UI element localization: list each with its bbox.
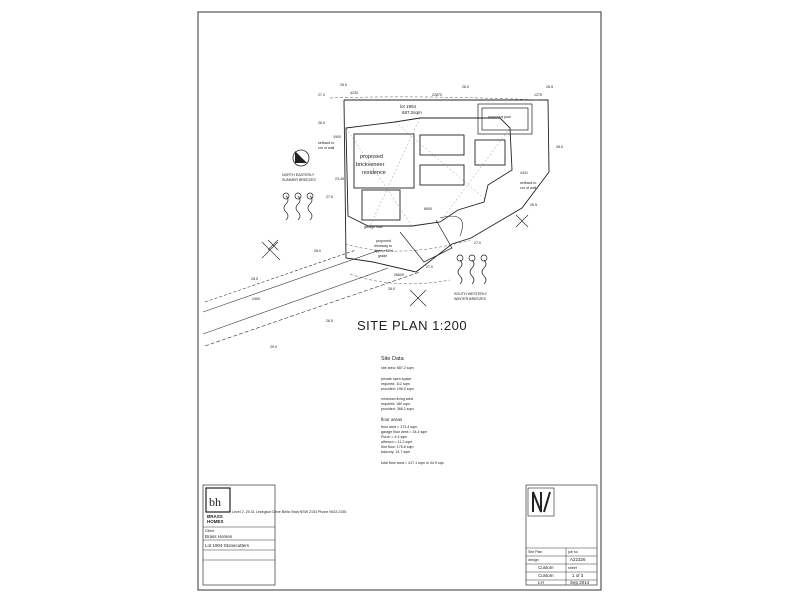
street-road bbox=[202, 249, 421, 347]
facade-value: Custom bbox=[538, 573, 554, 578]
summer-breeze-icon bbox=[282, 192, 314, 221]
site-data-line: alfresco = 11.2 sqm bbox=[381, 440, 412, 444]
garage-wall-label: garage wall bbox=[364, 225, 383, 229]
site-data-line: Porch = 4.4 sqm bbox=[381, 435, 407, 439]
setback-label-1: setback to bbox=[318, 141, 334, 145]
residence-label-2: brickveneer bbox=[356, 162, 385, 168]
drawn-by: LH bbox=[538, 580, 544, 585]
pool-label: proposed pool bbox=[488, 115, 511, 119]
driveway-label-3: approx 60% bbox=[374, 249, 394, 253]
site-data-line: private open space bbox=[381, 377, 411, 381]
designer-title-box: Site Plan job no A22326 design Custom Cu… bbox=[525, 484, 598, 586]
residence-label-3: residence bbox=[362, 170, 386, 176]
site-data-line: floor areas bbox=[381, 417, 403, 422]
site-data-line: garage floor area = 34.4 sqm bbox=[381, 430, 427, 434]
brand-name-1: BRASS bbox=[207, 514, 223, 519]
builder-title-box: bh BRASS HOMES Level 2, 29-31 Lexington … bbox=[202, 484, 346, 586]
site-data-block: Site Data site area: 687.2 sqm private o… bbox=[381, 356, 444, 465]
residence-label-1: proposed bbox=[360, 154, 383, 160]
site-data-line: required: 180 sqm bbox=[381, 402, 410, 406]
brass-homes-logo: bh bbox=[205, 487, 231, 513]
svg-text:bh: bh bbox=[209, 495, 221, 509]
winter-breezes-label-1: SOUTH WESTERLY bbox=[454, 292, 488, 296]
dim-label: 26.5 bbox=[530, 203, 537, 207]
plan-labels: proposed brickveneer residence lot 1904 … bbox=[282, 104, 536, 301]
dim-label: 28.0 bbox=[314, 249, 321, 253]
sheet-label: sheet bbox=[568, 566, 577, 570]
lot-label-1: lot 1904 bbox=[400, 104, 417, 109]
setback-label-3: setback to bbox=[520, 181, 536, 185]
dim-label: 4230 bbox=[350, 91, 358, 95]
dim-label: 26600 bbox=[394, 273, 404, 277]
contours bbox=[329, 96, 541, 285]
dimension-labels: 26.5 4230 22870 26.0 1275 27.0 26.0 28.0… bbox=[251, 83, 563, 349]
site-data-line: provided: 196.0 sqm bbox=[381, 387, 414, 391]
dim-label: 22870 bbox=[432, 93, 442, 97]
compass-marker-icon bbox=[261, 214, 529, 307]
dim-label: 23.45 bbox=[335, 177, 344, 181]
summer-breezes-label-2: SUMMER BREEZES bbox=[282, 178, 316, 182]
lot-name: Lot 1904 Stonecutters bbox=[205, 543, 250, 548]
design-label: design bbox=[528, 558, 539, 562]
dim-label: 28.0 bbox=[556, 145, 563, 149]
path-curve bbox=[439, 215, 463, 237]
lot-label-2: 687.2sqm bbox=[402, 110, 422, 115]
site-data-line: first floor: 176.8 sqm bbox=[381, 445, 414, 449]
summer-breezes-label-1: NORTH EASTERLY bbox=[282, 173, 315, 177]
brand-name-2: HOMES bbox=[207, 519, 224, 524]
site-data-line: balcony: 14.7 sqm bbox=[381, 450, 410, 454]
dim-label: 4431 bbox=[520, 171, 528, 175]
dim-label: 28.5 bbox=[251, 277, 258, 281]
driveway-label-4: grade bbox=[378, 254, 387, 258]
dim-label: 28.0 bbox=[388, 287, 395, 291]
lot-boundary bbox=[343, 99, 550, 273]
north-arrow-icon bbox=[292, 149, 310, 167]
sheet-border bbox=[197, 11, 602, 591]
site-data-line: total floor area = 417.1 sqm or 44.9 sqs bbox=[381, 461, 444, 465]
job-label: job no bbox=[567, 550, 578, 554]
sheet-number: 1 of 3 bbox=[572, 573, 584, 578]
client-label: Client bbox=[205, 529, 214, 533]
dim-label: 27.0 bbox=[318, 93, 325, 97]
driveway-label-2: driveway to bbox=[374, 244, 392, 248]
winter-breeze-icon bbox=[456, 254, 488, 285]
setback-label-4: cnr of wall bbox=[520, 186, 536, 190]
dim-label: 2450 bbox=[252, 297, 260, 301]
job-number: A22326 bbox=[570, 557, 586, 562]
dim-label: 27.5 bbox=[326, 195, 333, 199]
house-footprint bbox=[345, 117, 513, 227]
site-data-line: floor area = 173.4 sqm bbox=[381, 425, 417, 429]
site-data-line: required: 112 sqm bbox=[381, 382, 410, 386]
designer-logo bbox=[527, 487, 555, 517]
site-data-line: minimum living area bbox=[381, 397, 413, 401]
site-data-line: provided: 368.2 sqm bbox=[381, 407, 414, 411]
dim-label: 1900 bbox=[333, 135, 341, 139]
driveway-label-1: proposed bbox=[376, 239, 391, 243]
design-value: Custom bbox=[538, 565, 554, 570]
winter-breezes-label-2: WINTER BREEZES bbox=[454, 297, 487, 301]
dim-label: 1275 bbox=[534, 93, 542, 97]
dim-label: 26.0 bbox=[462, 85, 469, 89]
site-data-heading: Site Data bbox=[381, 356, 405, 362]
drawing-date: Sep 2014 bbox=[570, 580, 590, 585]
client-name: Brass Homes bbox=[205, 534, 233, 539]
roof-hatch bbox=[345, 117, 511, 227]
setback-label-2: cnr of wall bbox=[318, 146, 334, 150]
dim-label: 26.5 bbox=[546, 85, 553, 89]
dim-label: 8900 bbox=[424, 207, 432, 211]
driveway bbox=[399, 219, 453, 263]
dim-label: 26.5 bbox=[340, 83, 347, 87]
site-data-line: site area: 687.2 sqm bbox=[381, 366, 414, 370]
dim-label: 26.5 bbox=[326, 319, 333, 323]
dim-label: 27.0 bbox=[426, 265, 433, 269]
pool bbox=[477, 103, 533, 135]
builder-address: Level 2, 29-31 Lexington Drive Bella Vis… bbox=[232, 510, 346, 514]
dim-label: 29.0 bbox=[270, 345, 277, 349]
dim-label: 27.0 bbox=[474, 241, 481, 245]
drawing-title-value: Site Plan bbox=[528, 550, 542, 554]
dim-label: 26.0 bbox=[318, 121, 325, 125]
plan-title: SITE PLAN 1:200 bbox=[357, 318, 467, 333]
